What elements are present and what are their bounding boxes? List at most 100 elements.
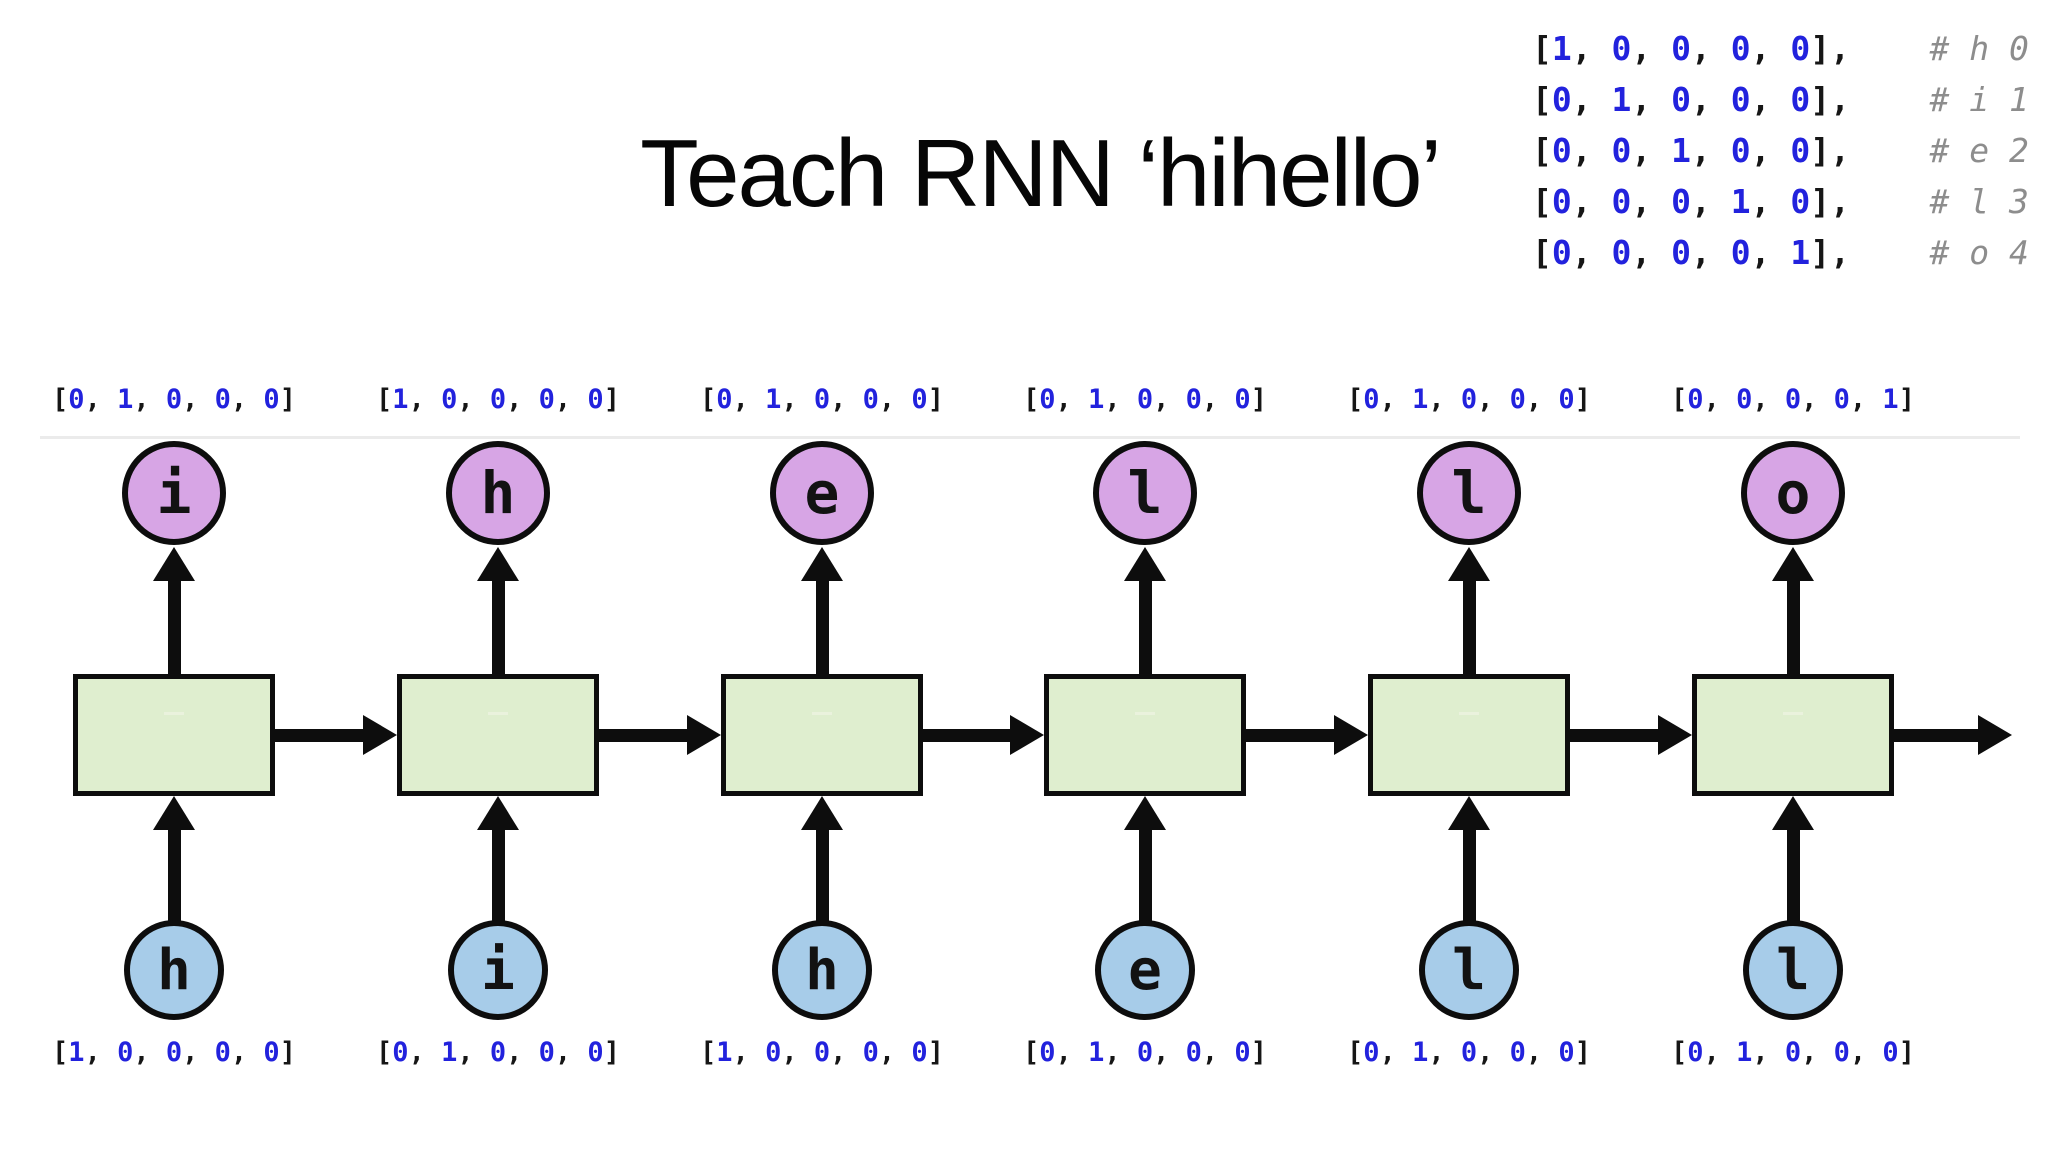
bracket-text: , bbox=[457, 1037, 490, 1068]
legend-comment: # e 2 bbox=[1929, 131, 2029, 170]
one-hot-digit: 0 bbox=[1234, 384, 1251, 415]
bracket-text: , bbox=[1691, 80, 1731, 119]
one-hot-digit: 1 bbox=[1611, 80, 1632, 119]
one-hot-digit: 0 bbox=[1790, 182, 1811, 221]
bracket-text: [ bbox=[1347, 384, 1364, 415]
input-node-letter: l bbox=[1452, 937, 1486, 1003]
input-arrow-shaft bbox=[1138, 828, 1152, 922]
input-node: i bbox=[448, 920, 548, 1020]
one-hot-digit: 0 bbox=[392, 1037, 409, 1068]
input-node-letter: e bbox=[1128, 937, 1162, 1003]
one-hot-digit: 0 bbox=[1558, 384, 1575, 415]
input-node-letter: i bbox=[481, 937, 515, 1003]
output-vector: [0, 0, 0, 0, 1] bbox=[1671, 385, 1915, 415]
rnn-cell-box bbox=[1368, 674, 1570, 796]
bracket-text: ] bbox=[1250, 384, 1267, 415]
one-hot-digit: 0 bbox=[1730, 233, 1751, 272]
input-vector: [0, 1, 0, 0, 0] bbox=[1671, 1038, 1915, 1068]
recurrent-arrow-shaft bbox=[596, 728, 689, 742]
bracket-text: [ bbox=[1671, 384, 1688, 415]
one-hot-digit: 1 bbox=[1730, 182, 1751, 221]
output-node-letter: l bbox=[1451, 459, 1487, 527]
bracket-text: , bbox=[1477, 1037, 1510, 1068]
bracket-text: ] bbox=[1574, 1037, 1591, 1068]
bracket-text: [ bbox=[700, 1037, 717, 1068]
bracket-text: , bbox=[1477, 384, 1510, 415]
bracket-text: , bbox=[408, 384, 442, 415]
one-hot-digit: 0 bbox=[813, 1037, 831, 1068]
bracket-text: , bbox=[1428, 384, 1461, 415]
legend-comment: # i 1 bbox=[1929, 80, 2029, 119]
legend-row: [0, 1, 0, 0, 0], # i 1 bbox=[1532, 74, 2029, 125]
output-arrow-shaft bbox=[1462, 579, 1476, 676]
bracket-text: , bbox=[1750, 131, 1791, 170]
bracket-text: , bbox=[1631, 233, 1672, 272]
one-hot-digit: 0 bbox=[1363, 384, 1380, 415]
bracket-text: [ bbox=[376, 1037, 393, 1068]
one-hot-digit: 0 bbox=[1833, 384, 1850, 415]
bracket-text: , bbox=[1571, 233, 1612, 272]
input-node: h bbox=[124, 920, 224, 1020]
rnn-cell-box bbox=[1044, 674, 1246, 796]
bracket-text: , bbox=[1379, 384, 1413, 415]
one-hot-digit: 0 bbox=[1234, 1037, 1251, 1068]
bracket-text: , bbox=[1691, 233, 1731, 272]
one-hot-digit: 0 bbox=[263, 384, 280, 415]
one-hot-digit: 0 bbox=[538, 384, 555, 415]
bracket-text: ] bbox=[279, 384, 296, 415]
rnn-cell-box bbox=[721, 674, 923, 796]
legend-row: [0, 0, 0, 0, 1], # o 4 bbox=[1532, 227, 2029, 278]
bracket-text: , bbox=[182, 1037, 215, 1068]
bracket-text: , bbox=[1525, 384, 1559, 415]
one-hot-digit: 0 bbox=[1460, 384, 1478, 415]
one-hot-digit: 0 bbox=[862, 384, 879, 415]
one-hot-digit: 0 bbox=[1671, 233, 1691, 272]
bracket-text: , bbox=[1525, 1037, 1559, 1068]
rnn-cell-box bbox=[73, 674, 275, 796]
bracket-text: , bbox=[1055, 384, 1089, 415]
one-hot-digit: 0 bbox=[1185, 1037, 1202, 1068]
one-hot-digit: 1 bbox=[441, 1037, 458, 1068]
bracket-text: , bbox=[1055, 1037, 1089, 1068]
output-node: e bbox=[770, 441, 874, 545]
bracket-text: , bbox=[1849, 384, 1883, 415]
one-hot-digit: 0 bbox=[716, 384, 733, 415]
one-hot-digit: 0 bbox=[214, 384, 231, 415]
one-hot-digit: 0 bbox=[165, 1037, 183, 1068]
input-node-letter: h bbox=[805, 937, 839, 1003]
recurrent-arrowhead-icon bbox=[1334, 715, 1368, 755]
one-hot-digit: 0 bbox=[1730, 29, 1751, 68]
output-arrowhead-icon bbox=[1772, 547, 1814, 581]
one-hot-digit: 1 bbox=[392, 384, 409, 415]
input-vector: [1, 0, 0, 0, 0] bbox=[52, 1038, 296, 1068]
bracket-text: ] bbox=[927, 1037, 944, 1068]
bracket-text: , bbox=[1750, 182, 1791, 221]
bracket-text: , bbox=[1571, 29, 1612, 68]
bracket-text: , bbox=[1750, 233, 1791, 272]
output-node-letter: i bbox=[156, 459, 192, 527]
input-arrow-shaft bbox=[167, 828, 181, 922]
one-hot-digit: 1 bbox=[716, 1037, 733, 1068]
output-arrow-shaft bbox=[167, 579, 181, 676]
bracket-text: [ bbox=[1532, 182, 1552, 221]
one-hot-digit: 0 bbox=[117, 1037, 134, 1068]
one-hot-digit: 0 bbox=[765, 1037, 782, 1068]
bracket-text bbox=[1850, 131, 1929, 170]
bracket-text: , bbox=[133, 1037, 166, 1068]
recurrent-arrow-shaft bbox=[1891, 728, 1980, 742]
one-hot-digit: 0 bbox=[1790, 29, 1811, 68]
bracket-text: ], bbox=[1810, 131, 1850, 170]
one-hot-digit: 0 bbox=[165, 384, 183, 415]
legend-row: [0, 0, 0, 1, 0], # l 3 bbox=[1532, 176, 2029, 227]
recurrent-arrowhead-icon bbox=[1010, 715, 1044, 755]
one-hot-digit: 0 bbox=[587, 1037, 604, 1068]
bracket-text: , bbox=[182, 384, 215, 415]
bracket-text: , bbox=[1631, 80, 1672, 119]
bracket-text: , bbox=[1104, 1037, 1137, 1068]
bracket-text bbox=[1850, 233, 1929, 272]
output-arrowhead-icon bbox=[153, 547, 195, 581]
one-hot-digit: 1 bbox=[1671, 131, 1691, 170]
one-hot-digit: 0 bbox=[68, 384, 85, 415]
input-arrowhead-icon bbox=[477, 796, 519, 830]
